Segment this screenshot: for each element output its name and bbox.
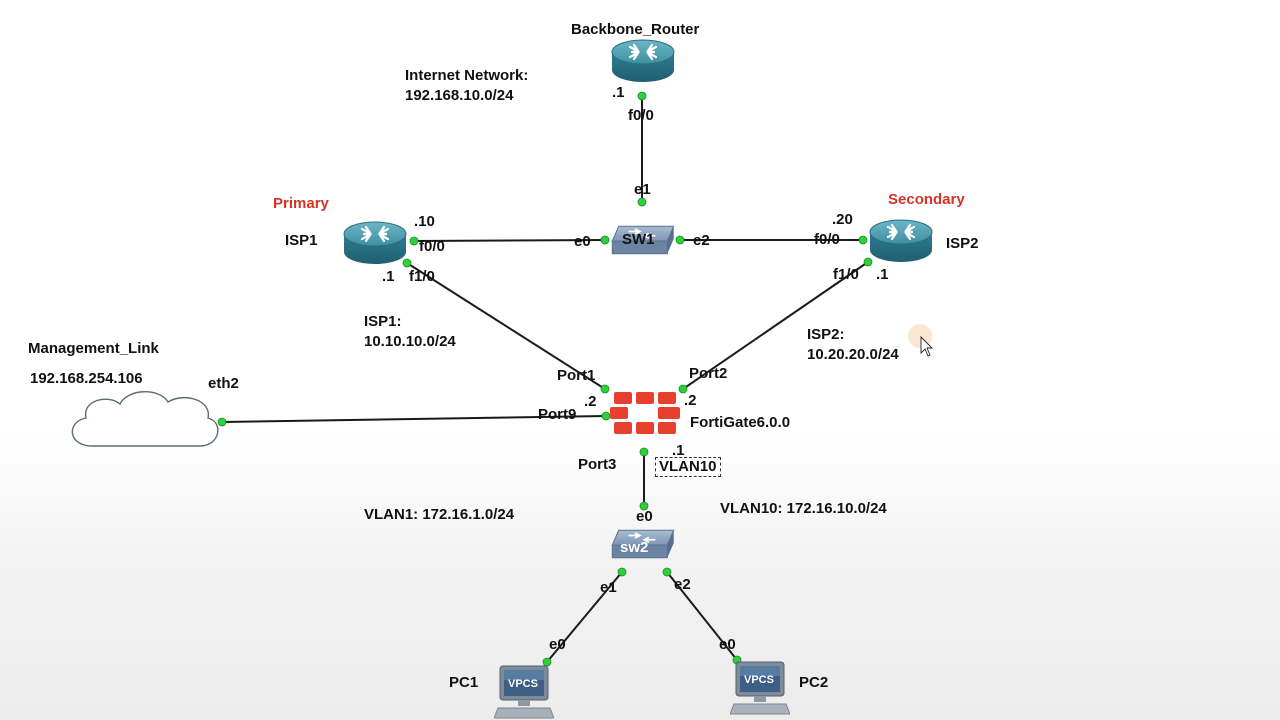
pc1-vpcs-badge: VPCS [508, 678, 538, 690]
port-dot [858, 235, 868, 245]
pc2-label: PC2 [799, 674, 829, 691]
isp1-router-icon[interactable] [342, 220, 408, 266]
vlan10-subnet-label: VLAN10: 172.16.10.0/24 [720, 500, 887, 517]
management-link-ip: 192.168.254.106 [30, 370, 143, 387]
iface-label: e0 [636, 508, 653, 525]
link-isp1-sw1[interactable] [413, 239, 606, 242]
fortigate-firewall-icon[interactable] [610, 392, 680, 434]
isp1-label: ISP1 [285, 232, 318, 249]
port-dot [678, 384, 688, 394]
isp2-network-subnet: 10.20.20.0/24 [807, 346, 899, 363]
iface-label: e1 [600, 579, 617, 596]
port-dot [863, 257, 873, 267]
iface-label: e1 [634, 181, 651, 198]
iface-label: Port9 [538, 406, 577, 423]
sw1-label: SW1 [622, 231, 655, 248]
port-dot [639, 501, 649, 511]
internet-network-title: Internet Network: [405, 67, 529, 84]
link-sw2-pc1[interactable] [546, 571, 623, 663]
port-dot [662, 567, 672, 577]
sw2-label: sw2 [620, 539, 649, 556]
vlan1-subnet-label: VLAN1: 172.16.1.0/24 [364, 506, 515, 523]
iface-label: f1/0 [833, 266, 859, 283]
vlan10-tag: VLAN10 [655, 457, 721, 477]
link-cloud-fortigate[interactable] [221, 415, 607, 423]
iface-label: .1 [672, 442, 685, 459]
management-link-title: Management_Link [28, 340, 159, 357]
iface-label: f0/0 [814, 231, 840, 248]
isp2-network-title: ISP2: [807, 326, 845, 343]
backbone-router-icon[interactable] [610, 38, 676, 84]
port-dot [639, 447, 649, 457]
iface-label: f1/0 [409, 268, 435, 285]
backbone-router-label: Backbone_Router [571, 21, 700, 38]
port-dot [617, 567, 627, 577]
port-dot [402, 258, 412, 268]
port-dot [601, 411, 611, 421]
internet-network-subnet: 192.168.10.0/24 [405, 87, 514, 104]
iface-label: .1 [382, 268, 395, 285]
port-dot [600, 235, 610, 245]
port-dot [600, 384, 610, 394]
iface-label: .2 [584, 393, 597, 410]
port-dot [637, 91, 647, 101]
secondary-role-label: Secondary [888, 191, 965, 208]
isp1-network-subnet: 10.10.10.0/24 [364, 333, 456, 350]
iface-label: Port1 [557, 367, 596, 384]
link-isp1-fortigate[interactable] [406, 262, 606, 390]
iface-label: .1 [876, 266, 889, 283]
iface-label: e0 [719, 636, 736, 653]
isp2-label: ISP2 [946, 235, 979, 252]
port-dot [409, 236, 419, 246]
pc1-label: PC1 [449, 674, 479, 691]
iface-label: .10 [414, 213, 435, 230]
primary-role-label: Primary [273, 195, 329, 212]
isp2-router-icon[interactable] [868, 218, 934, 264]
cloud-eth2-label: eth2 [208, 375, 239, 392]
iface-label: e2 [674, 576, 691, 593]
pc2-vpcs-badge: VPCS [744, 674, 774, 686]
iface-label: Port3 [578, 456, 617, 473]
iface-label: f0/0 [419, 238, 445, 255]
iface-label: .1 [612, 84, 625, 101]
port-dot [542, 657, 552, 667]
iface-label: .20 [832, 211, 853, 228]
link-sw2-pc2[interactable] [666, 571, 738, 661]
iface-label: e0 [574, 233, 591, 250]
cloud-icon[interactable] [71, 391, 219, 447]
isp1-network-title: ISP1: [364, 313, 402, 330]
port-dot [637, 197, 647, 207]
port-dot [217, 417, 227, 427]
iface-label: e2 [693, 232, 710, 249]
iface-label: e0 [549, 636, 566, 653]
fortigate-label: FortiGate6.0.0 [690, 414, 791, 431]
cursor-icon [920, 335, 934, 357]
iface-label: Port2 [689, 365, 728, 382]
port-dot [675, 235, 685, 245]
link-isp2-fortigate[interactable] [682, 261, 869, 390]
iface-label: .2 [684, 392, 697, 409]
iface-label: f0/0 [628, 107, 654, 124]
